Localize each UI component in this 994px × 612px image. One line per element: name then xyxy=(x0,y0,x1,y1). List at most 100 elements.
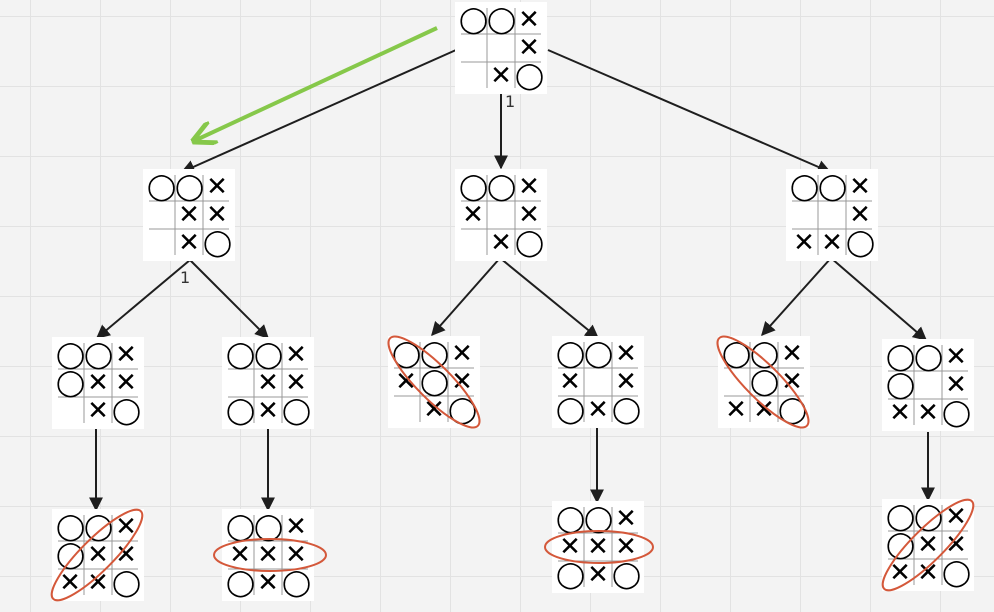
o-mark: ◯ xyxy=(56,540,86,570)
edge-l1a-l2b xyxy=(189,259,269,339)
x-mark: ✕ xyxy=(87,568,109,598)
x-mark: ✕ xyxy=(945,370,967,400)
x-mark: ✕ xyxy=(229,540,251,570)
o-mark: ◯ xyxy=(254,340,284,370)
board-l1-a: ◯◯✕✕✕✕◯ xyxy=(143,169,235,261)
board-l2-f: ◯◯✕◯✕✕✕◯ xyxy=(882,339,974,431)
o-mark: ◯ xyxy=(750,367,780,397)
empty-cell xyxy=(459,229,487,257)
x-mark: ✕ xyxy=(945,530,967,560)
o-mark: ◯ xyxy=(556,339,586,369)
x-mark: ✕ xyxy=(257,540,279,570)
o-mark: ◯ xyxy=(612,560,642,590)
o-mark: ◯ xyxy=(226,568,256,598)
x-mark: ✕ xyxy=(206,200,228,230)
x-mark: ✕ xyxy=(518,172,540,202)
x-mark: ✕ xyxy=(917,530,939,560)
o-mark: ◯ xyxy=(147,172,177,202)
x-mark: ✕ xyxy=(849,200,871,230)
board-l2-e: ◯◯✕◯✕✕✕◯ xyxy=(718,336,810,428)
board-grid xyxy=(888,345,968,425)
edge-label-root: 1 xyxy=(505,92,516,111)
x-mark: ✕ xyxy=(945,342,967,372)
o-mark: ◯ xyxy=(487,5,517,35)
o-mark: ◯ xyxy=(846,228,876,258)
edge-root-l1a xyxy=(180,49,457,174)
x-mark: ✕ xyxy=(59,568,81,598)
x-mark: ✕ xyxy=(559,367,581,397)
o-mark: ◯ xyxy=(556,560,586,590)
o-mark: ◯ xyxy=(56,368,86,398)
o-mark: ◯ xyxy=(942,558,972,588)
x-mark: ✕ xyxy=(587,560,609,590)
x-mark: ✕ xyxy=(115,512,137,542)
o-mark: ◯ xyxy=(448,395,478,425)
x-mark: ✕ xyxy=(178,228,200,258)
x-mark: ✕ xyxy=(451,367,473,397)
empty-cell xyxy=(147,229,175,257)
board-l2-a: ◯◯✕◯✕✕✕◯ xyxy=(52,337,144,429)
x-mark: ✕ xyxy=(257,568,279,598)
x-mark: ✕ xyxy=(423,395,445,425)
x-mark: ✕ xyxy=(285,340,307,370)
o-mark: ◯ xyxy=(254,512,284,542)
o-mark: ◯ xyxy=(942,398,972,428)
empty-cell xyxy=(147,201,175,229)
empty-cell xyxy=(722,368,750,396)
x-mark: ✕ xyxy=(587,532,609,562)
board-l1-b: ◯◯✕✕✕✕◯ xyxy=(455,169,547,261)
edge-root-l1c xyxy=(547,49,832,174)
board-l1-c: ◯◯✕✕✕✕◯ xyxy=(786,169,878,261)
board-grid xyxy=(792,175,872,255)
o-mark: ◯ xyxy=(84,512,114,542)
board-grid xyxy=(461,175,541,255)
empty-cell xyxy=(584,368,612,396)
o-mark: ◯ xyxy=(790,172,820,202)
x-mark: ✕ xyxy=(490,228,512,258)
o-mark: ◯ xyxy=(914,342,944,372)
empty-cell xyxy=(818,201,846,229)
x-mark: ✕ xyxy=(490,61,512,91)
o-mark: ◯ xyxy=(226,340,256,370)
edge-l1c-l2f xyxy=(830,257,928,341)
o-mark: ◯ xyxy=(886,370,916,400)
x-mark: ✕ xyxy=(285,540,307,570)
x-mark: ✕ xyxy=(115,340,137,370)
o-mark: ◯ xyxy=(459,172,489,202)
o-mark: ◯ xyxy=(282,396,312,426)
board-l2-b: ◯◯✕✕✕◯✕◯ xyxy=(222,337,314,429)
o-mark: ◯ xyxy=(392,339,422,369)
o-mark: ◯ xyxy=(584,339,614,369)
empty-cell xyxy=(226,369,254,397)
o-mark: ◯ xyxy=(584,504,614,534)
x-mark: ✕ xyxy=(115,368,137,398)
o-mark: ◯ xyxy=(112,396,142,426)
highlight-arrow xyxy=(196,26,438,140)
x-mark: ✕ xyxy=(518,33,540,63)
x-mark: ✕ xyxy=(917,558,939,588)
empty-cell xyxy=(459,62,487,90)
x-mark: ✕ xyxy=(518,200,540,230)
o-mark: ◯ xyxy=(886,342,916,372)
x-mark: ✕ xyxy=(849,172,871,202)
empty-cell xyxy=(487,201,515,229)
board-grid xyxy=(461,8,541,88)
x-mark: ✕ xyxy=(115,540,137,570)
o-mark: ◯ xyxy=(556,395,586,425)
o-mark: ◯ xyxy=(175,172,205,202)
board-grid xyxy=(149,175,229,255)
o-mark: ◯ xyxy=(515,228,545,258)
x-mark: ✕ xyxy=(889,398,911,428)
x-mark: ✕ xyxy=(793,228,815,258)
empty-cell xyxy=(914,371,942,399)
board-root: ◯◯✕✕✕◯ xyxy=(455,2,547,94)
x-mark: ✕ xyxy=(451,339,473,369)
empty-cell xyxy=(56,397,84,425)
x-mark: ✕ xyxy=(821,228,843,258)
o-mark: ◯ xyxy=(420,367,450,397)
o-mark: ◯ xyxy=(750,339,780,369)
o-mark: ◯ xyxy=(886,530,916,560)
board-l3-b: ◯◯✕✕✕✕◯✕◯ xyxy=(222,509,314,601)
o-mark: ◯ xyxy=(226,396,256,426)
